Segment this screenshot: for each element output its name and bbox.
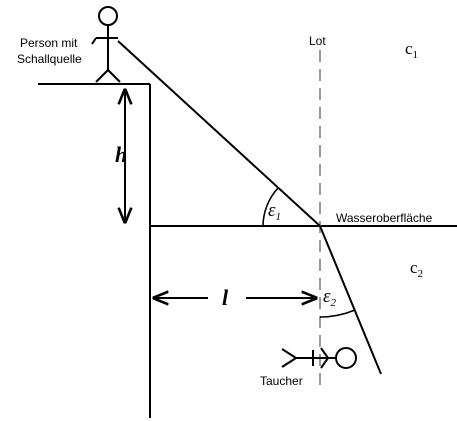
person-label-line2: Schallquelle (17, 52, 82, 66)
medium-2-label: c2 (410, 258, 423, 280)
water-surface-label: Wasseroberfläche (336, 211, 433, 225)
person-label-line1: Person mit (20, 36, 78, 50)
person-figure (91, 6, 121, 83)
angle-1-label: ε1 (268, 200, 281, 223)
angle-arc-1 (262, 187, 279, 227)
incident-ray (117, 40, 321, 227)
medium-1-label: c1 (405, 39, 418, 61)
angle-2-label: ε2 (323, 286, 337, 309)
diver-figure (281, 347, 357, 369)
angle-arc-2 (319, 309, 356, 318)
refracted-ray (319, 225, 382, 375)
distance-label: l (222, 285, 229, 310)
lot-label: Lot (309, 34, 326, 48)
height-label: h (115, 142, 127, 167)
diver-label: Taucher (260, 374, 303, 388)
